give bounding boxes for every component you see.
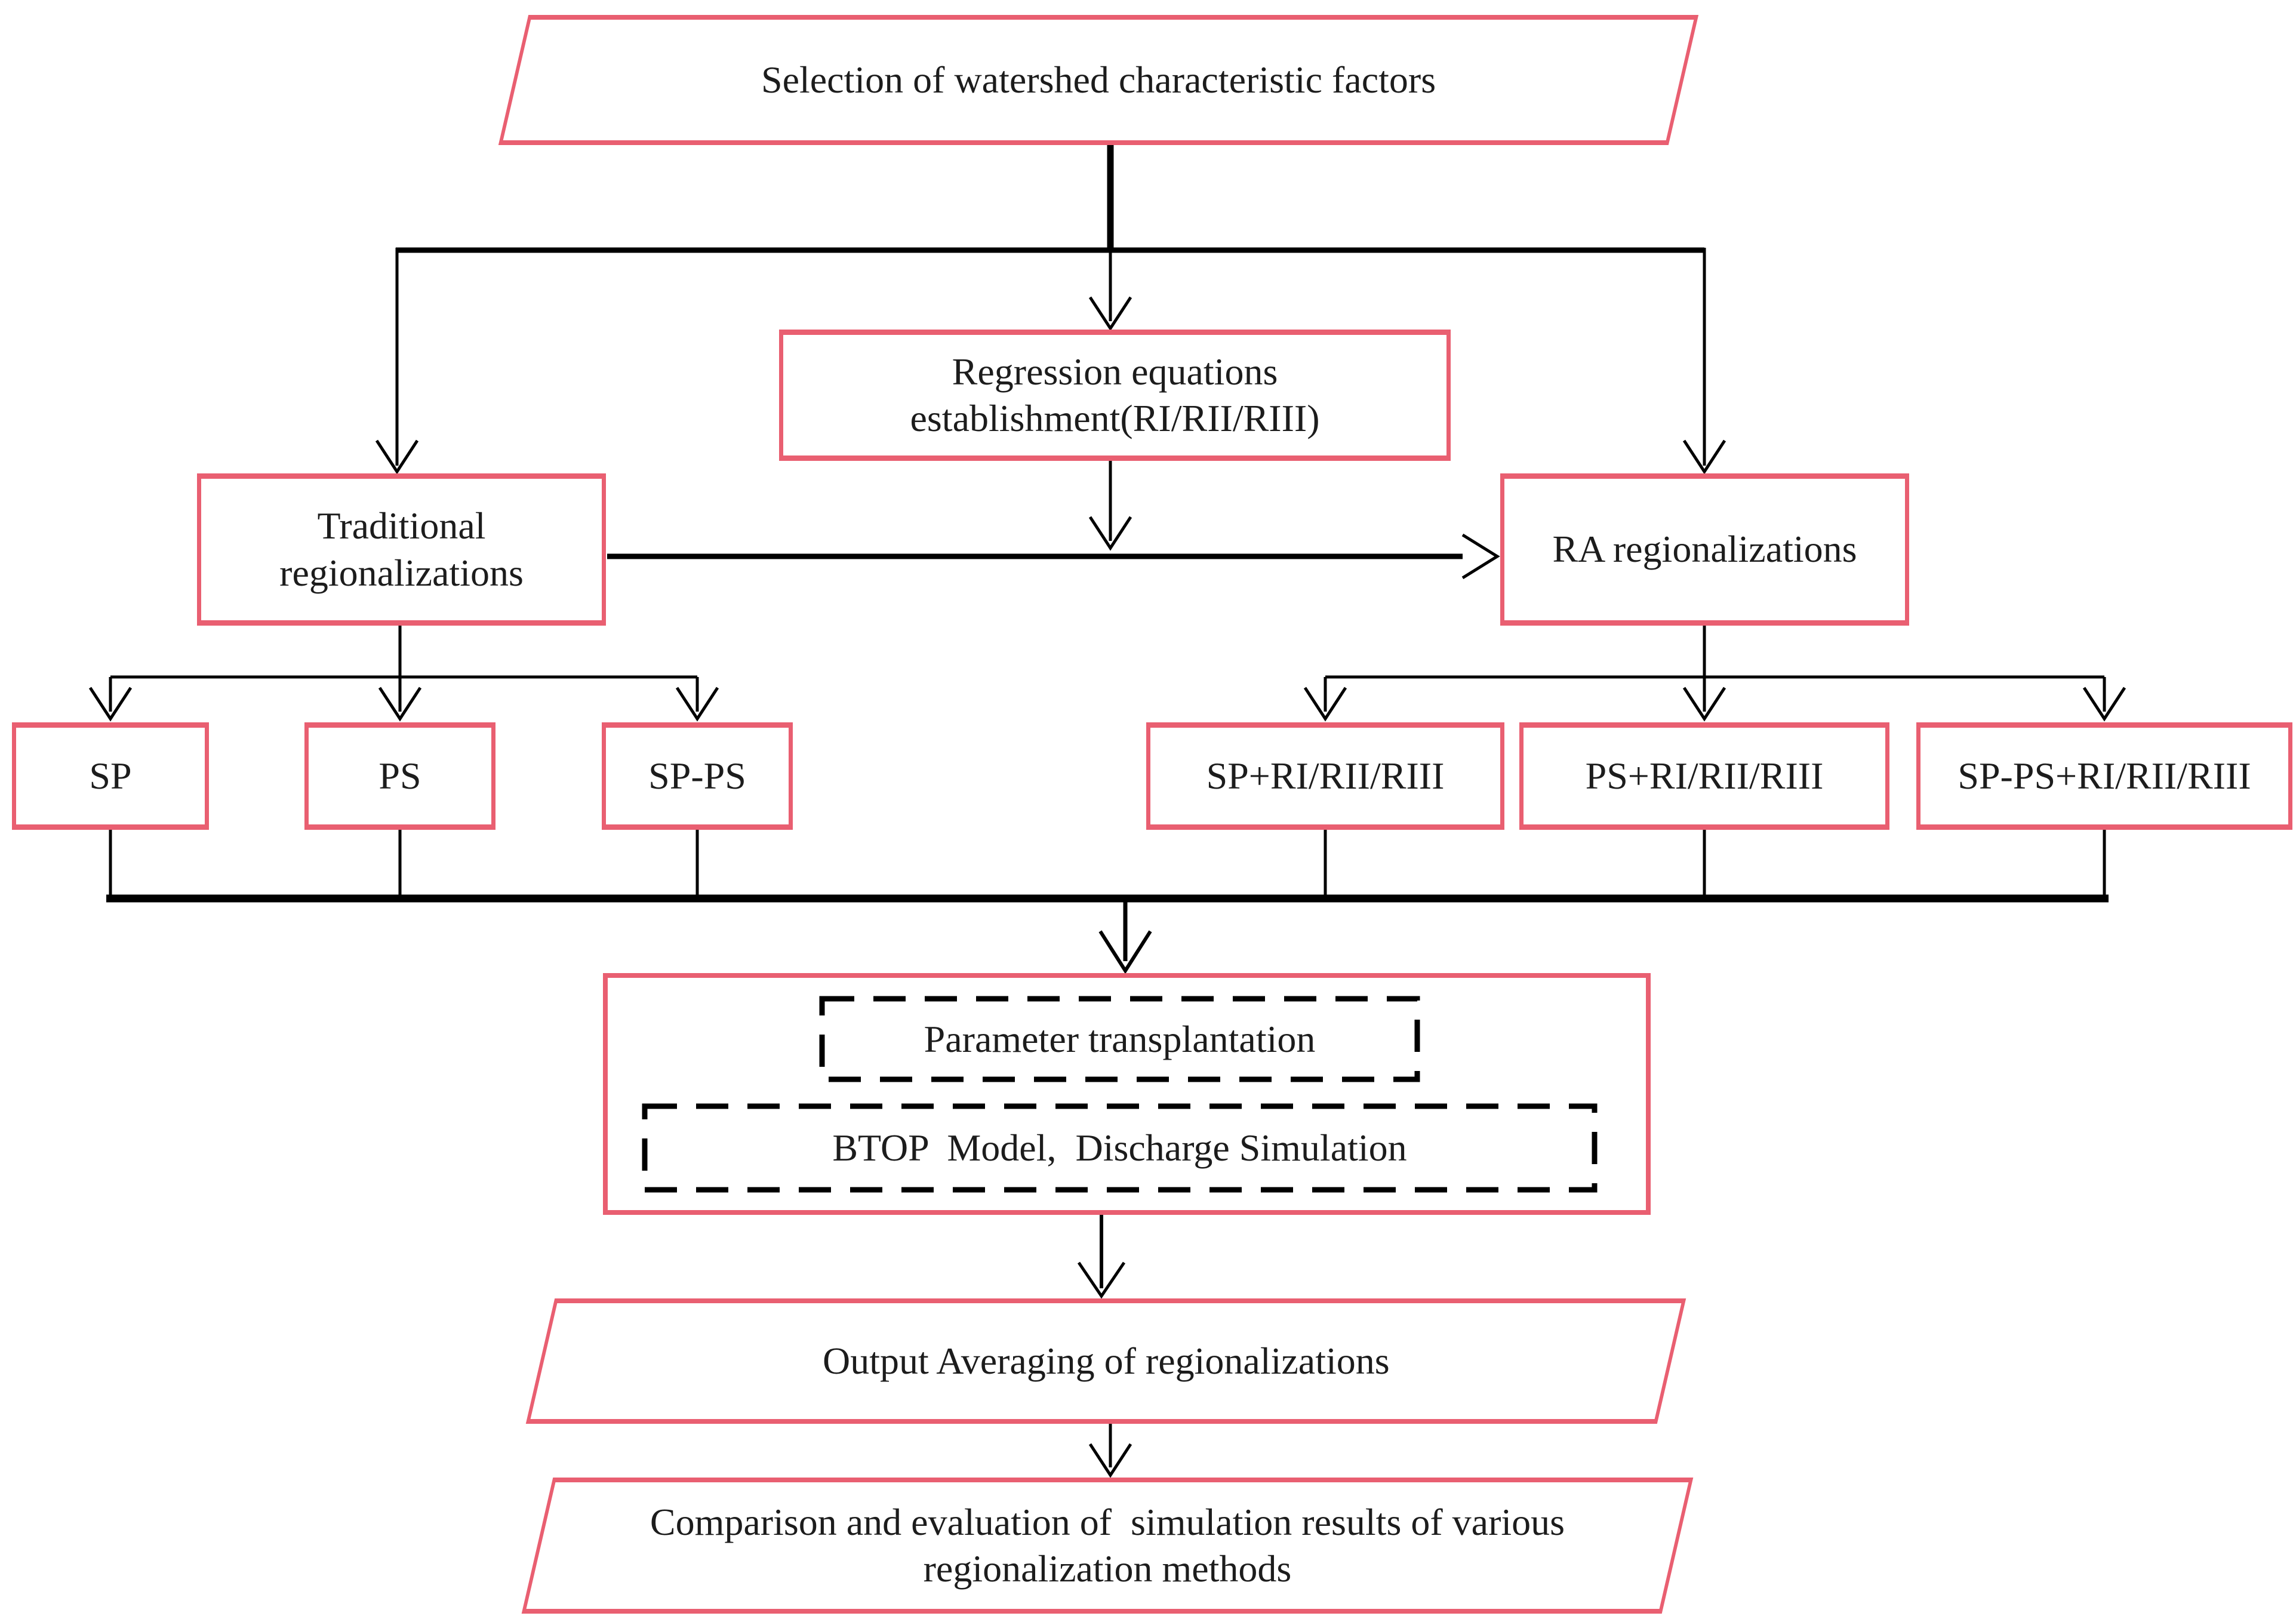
node-sp-ra: SP+RI/RII/RIII xyxy=(1146,722,1504,830)
arrowhead-sp-ps-ra xyxy=(2082,687,2126,722)
arrowhead-comparison xyxy=(1088,1443,1132,1478)
node-selection-label: Selection of watershed characteristic fa… xyxy=(761,58,1436,101)
node-traditional: Traditional regionalizations xyxy=(197,473,606,626)
node-regression: Regression equations establishment(RI/RI… xyxy=(779,330,1451,461)
arrowhead-regression-out xyxy=(1088,516,1132,551)
arrowhead-regression xyxy=(1088,296,1132,331)
node-selection: Selection of watershed characteristic fa… xyxy=(498,15,1699,145)
node-ra: RA regionalizations xyxy=(1500,473,1909,626)
node-ps-label: PS xyxy=(378,754,421,797)
node-ra-label: RA regionalizations xyxy=(1552,528,1857,571)
arrowhead-ra xyxy=(1682,439,1726,475)
arrowhead-sp xyxy=(88,687,133,722)
node-process-container: Parameter transplantation BTOP Model, Di… xyxy=(603,973,1651,1215)
node-comparison-label: Comparison and evaluation of simulation … xyxy=(650,1500,1575,1590)
node-ps: PS xyxy=(304,722,495,830)
node-traditional-label: Traditional regionalizations xyxy=(279,504,524,594)
node-sp-ps: SP-PS xyxy=(602,722,793,830)
node-ps-ra-label: PS+RI/RII/RIII xyxy=(1585,754,1824,797)
node-sp-ra-label: SP+RI/RII/RIII xyxy=(1206,754,1445,797)
node-output-averaging: Output Averaging of regionalizations xyxy=(525,1298,1686,1424)
arrowhead-process xyxy=(1098,930,1152,974)
node-btop-model: BTOP Model, Discharge Simulation xyxy=(642,1103,1598,1193)
node-regression-label: Regression equations establishment(RI/RI… xyxy=(910,350,1320,439)
node-parameter-transplantation-label: Parameter transplantation xyxy=(924,1017,1316,1060)
node-sp-ps-label: SP-PS xyxy=(648,754,746,797)
arrowhead-sp-ra xyxy=(1303,687,1347,722)
node-sp-ps-ra: SP-PS+RI/RII/RIII xyxy=(1916,722,2292,830)
arrowhead-ps xyxy=(378,687,422,722)
connector-group xyxy=(88,143,2126,1478)
arrowhead-ps-ra xyxy=(1682,687,1726,722)
arrowhead-to-ra xyxy=(1461,533,1500,580)
node-ps-ra: PS+RI/RII/RIII xyxy=(1519,722,1889,830)
node-parameter-transplantation: Parameter transplantation xyxy=(819,996,1420,1082)
node-sp-label: SP xyxy=(89,754,132,797)
node-comparison: Comparison and evaluation of simulation … xyxy=(521,1478,1694,1614)
arrowhead-output xyxy=(1077,1261,1126,1299)
node-output-averaging-label: Output Averaging of regionalizations xyxy=(822,1339,1390,1382)
node-sp-ps-ra-label: SP-PS+RI/RII/RIII xyxy=(1958,754,2251,797)
arrowhead-traditional xyxy=(375,439,419,475)
dashed-border xyxy=(642,1103,1598,1193)
node-sp: SP xyxy=(12,722,209,830)
node-btop-model-label: BTOP Model, Discharge Simulation xyxy=(832,1127,1407,1169)
dashed-border xyxy=(819,996,1420,1082)
arrowhead-sp-ps xyxy=(675,687,719,722)
